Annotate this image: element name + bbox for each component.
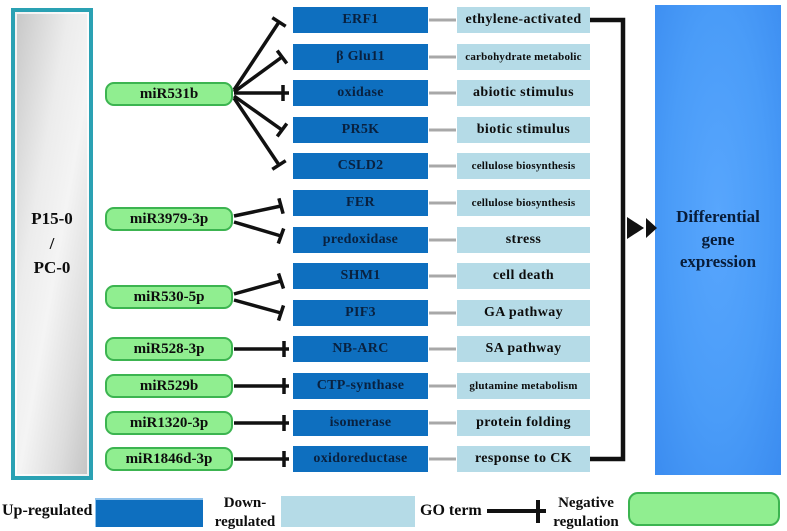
- gene-box: PIF3: [293, 300, 428, 326]
- sample-box: P15-0 / PC-0: [11, 8, 93, 480]
- gene-box: predoxidase: [293, 227, 428, 253]
- go-term-box: stress: [457, 227, 590, 253]
- gene-box: β Glu11: [293, 44, 428, 70]
- legend-label-negative-regulation: Negative regulation: [553, 495, 619, 530]
- arrowhead-icon: [627, 217, 644, 239]
- gene-box: FER: [293, 190, 428, 216]
- output-label: Differential gene expression: [676, 206, 760, 272]
- legend-negative-regulation-symbol: [487, 500, 546, 523]
- go-term-box: abiotic stimulus: [457, 80, 590, 106]
- go-output-connector: [590, 17, 657, 462]
- go-term-box: cell death: [457, 263, 590, 289]
- mirna-box-mir528-3p: miR528-3p: [105, 337, 233, 361]
- mirna-box-mir1320-3p: miR1320-3p: [105, 411, 233, 435]
- gene-go-connectors: [429, 18, 456, 461]
- legend-swatch-down-regulated: [281, 496, 415, 527]
- output-box: Differential gene expression: [655, 5, 781, 475]
- legend-swatch-up-regulated: [95, 498, 203, 527]
- gene-box: CTP-synthase: [293, 373, 428, 399]
- gene-box: isomerase: [293, 410, 428, 436]
- legend-label-go-term: GO term: [420, 502, 482, 519]
- go-term-box: cellulose biosynthesis: [457, 153, 590, 179]
- gene-box: ERF1: [293, 7, 428, 33]
- gene-box: SHM1: [293, 263, 428, 289]
- legend-label-down-regulated: Down- regulated: [214, 495, 276, 530]
- sample-label: P15-0 / PC-0: [31, 209, 73, 278]
- go-term-box: GA pathway: [457, 300, 590, 326]
- go-term-box: protein folding: [457, 410, 590, 436]
- go-term-box: carbohydrate metabolic: [457, 44, 590, 70]
- gene-box: CSLD2: [293, 153, 428, 179]
- go-term-box: glutamine metabolism: [457, 373, 590, 399]
- mirna-inhibition-connectors: [232, 16, 289, 467]
- gene-box: oxidoreductase: [293, 446, 428, 472]
- mirna-box-mir531b: miR531b: [105, 82, 233, 106]
- go-term-box: SA pathway: [457, 336, 590, 362]
- gene-box: PR5K: [293, 117, 428, 143]
- go-term-box: biotic stimulus: [457, 117, 590, 143]
- mirna-box-mir1846d-3p: miR1846d-3p: [105, 447, 233, 471]
- legend-swatch-negative-regulation: [628, 492, 780, 526]
- mirna-box-mir3979-3p: miR3979-3p: [105, 207, 233, 231]
- go-term-box: ethylene-activated: [457, 7, 590, 33]
- go-term-box: cellulose biosynthesis: [457, 190, 590, 216]
- go-term-box: response to CK: [457, 446, 590, 472]
- mirna-box-mir529b: miR529b: [105, 374, 233, 398]
- gene-box: oxidase: [293, 80, 428, 106]
- gene-box: NB-ARC: [293, 336, 428, 362]
- legend-label-up-regulated: Up-regulated: [2, 502, 93, 519]
- mirna-box-mir530-5p: miR530-5p: [105, 285, 233, 309]
